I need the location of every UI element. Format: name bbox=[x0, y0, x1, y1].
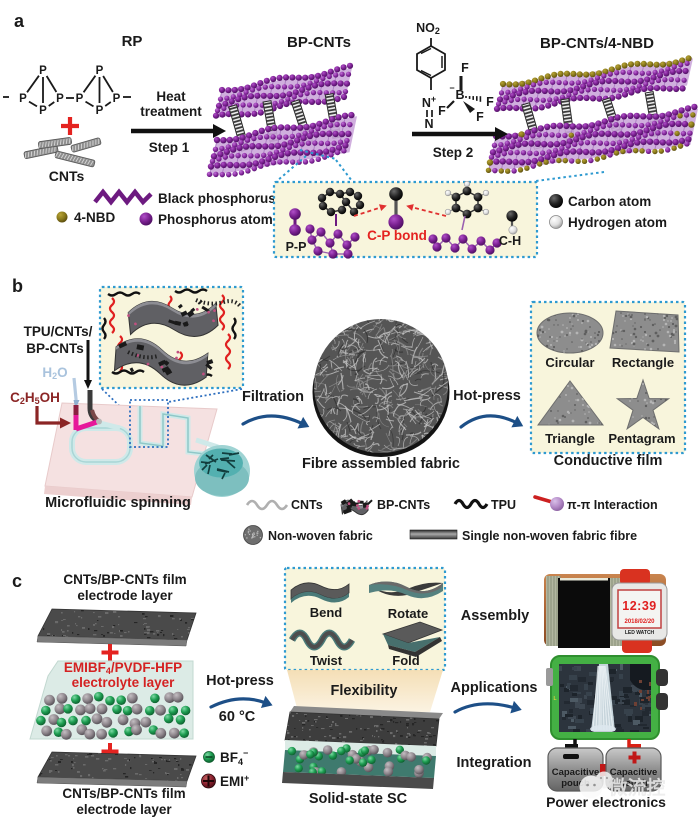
svg-text:P: P bbox=[56, 93, 64, 105]
svg-text:Filtration: Filtration bbox=[242, 389, 304, 405]
svg-text:Capacitive: Capacitive bbox=[610, 767, 658, 778]
svg-text:Triangle: Triangle bbox=[545, 431, 595, 446]
svg-text:60 °C: 60 °C bbox=[219, 709, 256, 725]
svg-text:BP-CNTs: BP-CNTs bbox=[377, 498, 430, 512]
svg-text:pouch: pouch bbox=[561, 778, 590, 789]
svg-text:Fold: Fold bbox=[392, 653, 419, 668]
svg-text:Conductive film: Conductive film bbox=[554, 453, 663, 469]
svg-text:Applications: Applications bbox=[450, 680, 537, 696]
svg-text:Black phosphorus: Black phosphorus bbox=[158, 191, 276, 206]
svg-text:Carbon atom: Carbon atom bbox=[568, 194, 651, 209]
svg-text:P: P bbox=[76, 93, 84, 105]
svg-text:Hot-press: Hot-press bbox=[453, 388, 521, 404]
svg-text:Twist: Twist bbox=[310, 653, 343, 668]
svg-text:TPU: TPU bbox=[491, 498, 516, 512]
svg-text:BP-CNTs/4-NBD: BP-CNTs/4-NBD bbox=[540, 35, 654, 52]
svg-text:Assembly: Assembly bbox=[461, 608, 530, 624]
svg-text:P: P bbox=[96, 105, 104, 117]
svg-text:F: F bbox=[486, 95, 494, 109]
svg-text:−: − bbox=[449, 83, 454, 93]
svg-text:Rectangle: Rectangle bbox=[612, 355, 674, 370]
svg-text:Capacitive: Capacitive bbox=[552, 767, 600, 778]
svg-text:a: a bbox=[14, 11, 25, 31]
svg-text:Single non-woven fabric fibre: Single non-woven fabric fibre bbox=[462, 529, 637, 543]
svg-text:c: c bbox=[12, 571, 22, 591]
svg-text:Pentagram: Pentagram bbox=[608, 431, 675, 446]
svg-text:b: b bbox=[12, 276, 23, 296]
svg-text:P: P bbox=[39, 105, 47, 117]
svg-text:H2O: H2O bbox=[42, 365, 67, 381]
svg-text:P: P bbox=[113, 93, 121, 105]
svg-text:4-NBD: 4-NBD bbox=[74, 210, 116, 225]
svg-text:TPU/CNTs/: TPU/CNTs/ bbox=[24, 324, 93, 339]
svg-text:pouch: pouch bbox=[619, 778, 648, 789]
svg-text:electrode layer: electrode layer bbox=[76, 802, 172, 817]
svg-text:BP-CNTs: BP-CNTs bbox=[287, 34, 351, 51]
svg-text:C-H: C-H bbox=[499, 234, 521, 248]
svg-text:Heat: Heat bbox=[156, 89, 186, 104]
svg-text:CNTs/BP-CNTs film: CNTs/BP-CNTs film bbox=[63, 572, 186, 587]
svg-text:LED WATCH: LED WATCH bbox=[625, 630, 655, 636]
svg-text:Hot-press: Hot-press bbox=[206, 673, 274, 689]
svg-text:B: B bbox=[455, 88, 464, 102]
svg-text:Non-woven fabric: Non-woven fabric bbox=[268, 529, 373, 543]
svg-text:P-P: P-P bbox=[286, 240, 307, 254]
svg-text:微流控: 微流控 bbox=[607, 776, 665, 799]
svg-text:Bend: Bend bbox=[310, 605, 343, 620]
svg-text:treatment: treatment bbox=[140, 104, 202, 119]
svg-text:electrode layer: electrode layer bbox=[77, 588, 173, 603]
svg-text:CNTs: CNTs bbox=[49, 168, 85, 184]
svg-text:Fibre assembled fabric: Fibre assembled fabric bbox=[302, 456, 460, 472]
svg-text:Step 2: Step 2 bbox=[433, 145, 474, 160]
svg-text:electrolyte layer: electrolyte layer bbox=[72, 675, 176, 690]
svg-text:Microfluidic spinning: Microfluidic spinning bbox=[45, 495, 191, 511]
svg-text:F: F bbox=[438, 104, 446, 118]
svg-text:CNTs/BP-CNTs film: CNTs/BP-CNTs film bbox=[62, 786, 185, 801]
svg-text:12:39: 12:39 bbox=[622, 599, 656, 613]
svg-text:2018/02/20: 2018/02/20 bbox=[624, 619, 655, 625]
svg-text:F: F bbox=[461, 61, 469, 75]
svg-text:BP-CNTs: BP-CNTs bbox=[26, 341, 84, 356]
svg-text:RP: RP bbox=[122, 33, 143, 50]
svg-text:Circular: Circular bbox=[545, 355, 594, 370]
svg-text:Phosphorus atom: Phosphorus atom bbox=[158, 212, 273, 227]
svg-text:F: F bbox=[476, 110, 484, 124]
svg-text:π-π Interaction: π-π Interaction bbox=[567, 498, 658, 512]
svg-text:N: N bbox=[424, 117, 433, 131]
svg-text:NO2: NO2 bbox=[416, 21, 440, 36]
svg-text:EMIBF4/PVDF-HFP: EMIBF4/PVDF-HFP bbox=[64, 660, 182, 676]
svg-text:C-P bond: C-P bond bbox=[367, 228, 427, 243]
svg-text:Solid-state SC: Solid-state SC bbox=[309, 791, 408, 807]
svg-text:Hydrogen atom: Hydrogen atom bbox=[568, 215, 667, 230]
svg-text:Power electronics: Power electronics bbox=[546, 794, 666, 810]
svg-text:Rotate: Rotate bbox=[388, 606, 428, 621]
svg-text:P: P bbox=[19, 93, 27, 105]
svg-text:Step 1: Step 1 bbox=[149, 140, 190, 155]
svg-text:CNTs: CNTs bbox=[291, 498, 323, 512]
svg-text:EMI+: EMI+ bbox=[220, 773, 249, 789]
svg-text:L: L bbox=[553, 696, 556, 702]
svg-text:P: P bbox=[39, 65, 47, 77]
svg-text:Integration: Integration bbox=[457, 755, 532, 771]
svg-text:Flexibility: Flexibility bbox=[331, 683, 398, 699]
svg-text:P: P bbox=[96, 65, 104, 77]
